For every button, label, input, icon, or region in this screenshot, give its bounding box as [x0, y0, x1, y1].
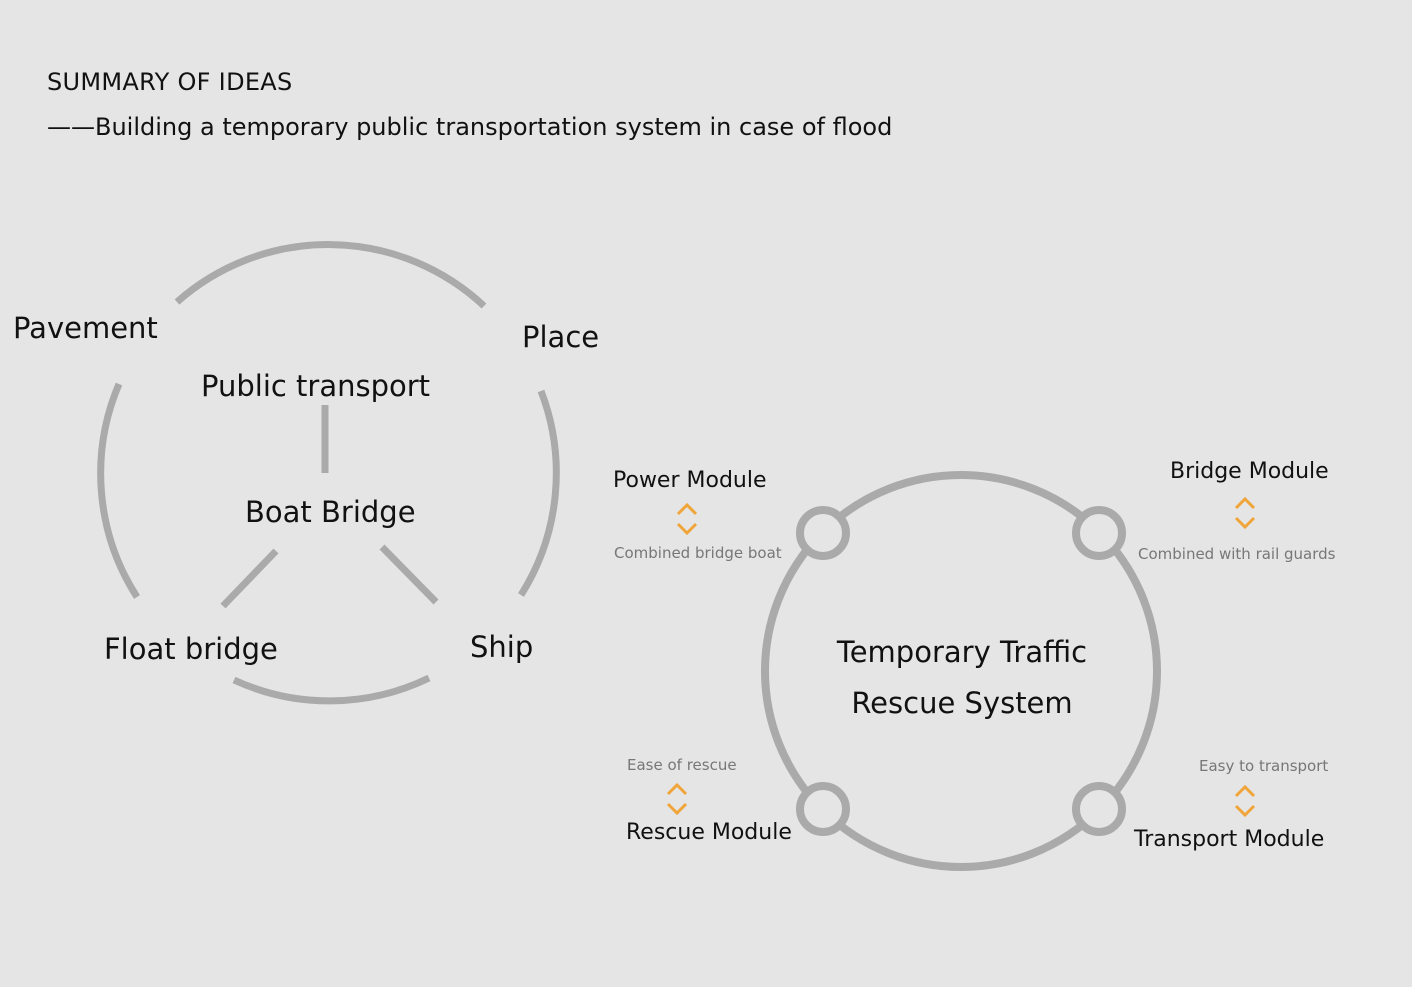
power-module-label: Power Module	[613, 468, 767, 493]
node-ship: Ship	[470, 630, 534, 664]
node-float-bridge: Float bridge	[104, 632, 278, 666]
swap-arrows-icon	[1234, 784, 1256, 818]
node-place: Place	[522, 320, 600, 354]
page-title: SUMMARY OF IDEAS	[47, 68, 293, 96]
rescue-module-note: Ease of rescue	[627, 756, 737, 774]
connector-float-bridge	[220, 548, 279, 609]
transport-module-note: Easy to transport	[1199, 757, 1329, 775]
system-title-line2: Rescue System	[851, 686, 1073, 720]
connector-ship	[379, 544, 439, 605]
transport-module-label: Transport Module	[1134, 827, 1325, 852]
system-title: Temporary Traffic Rescue System	[802, 627, 1122, 729]
node-public-transport: Public transport	[201, 369, 431, 403]
left-arc-left	[97, 382, 140, 599]
swap-arrows-icon	[666, 782, 688, 816]
rescue-module-label: Rescue Module	[626, 820, 792, 845]
system-ring	[761, 471, 1161, 871]
module-node-transport	[1072, 782, 1126, 836]
left-arc-top	[174, 241, 487, 309]
system-title-line1: Temporary Traffic	[836, 635, 1088, 669]
module-node-bridge	[1072, 506, 1126, 560]
node-pavement: Pavement	[13, 311, 158, 345]
swap-arrows-icon	[1234, 496, 1256, 530]
left-arc-right	[518, 389, 560, 597]
left-arc-bottom	[232, 674, 431, 705]
node-boat-bridge: Boat Bridge	[245, 495, 416, 529]
module-node-power	[796, 506, 850, 560]
bridge-module-note: Combined with rail guards	[1138, 545, 1336, 563]
bridge-module-label: Bridge Module	[1170, 459, 1329, 484]
power-module-note: Combined bridge boat	[614, 544, 782, 562]
module-node-rescue	[796, 782, 850, 836]
page-subtitle: ——Building a temporary public transporta…	[47, 113, 893, 141]
swap-arrows-icon	[676, 502, 698, 536]
